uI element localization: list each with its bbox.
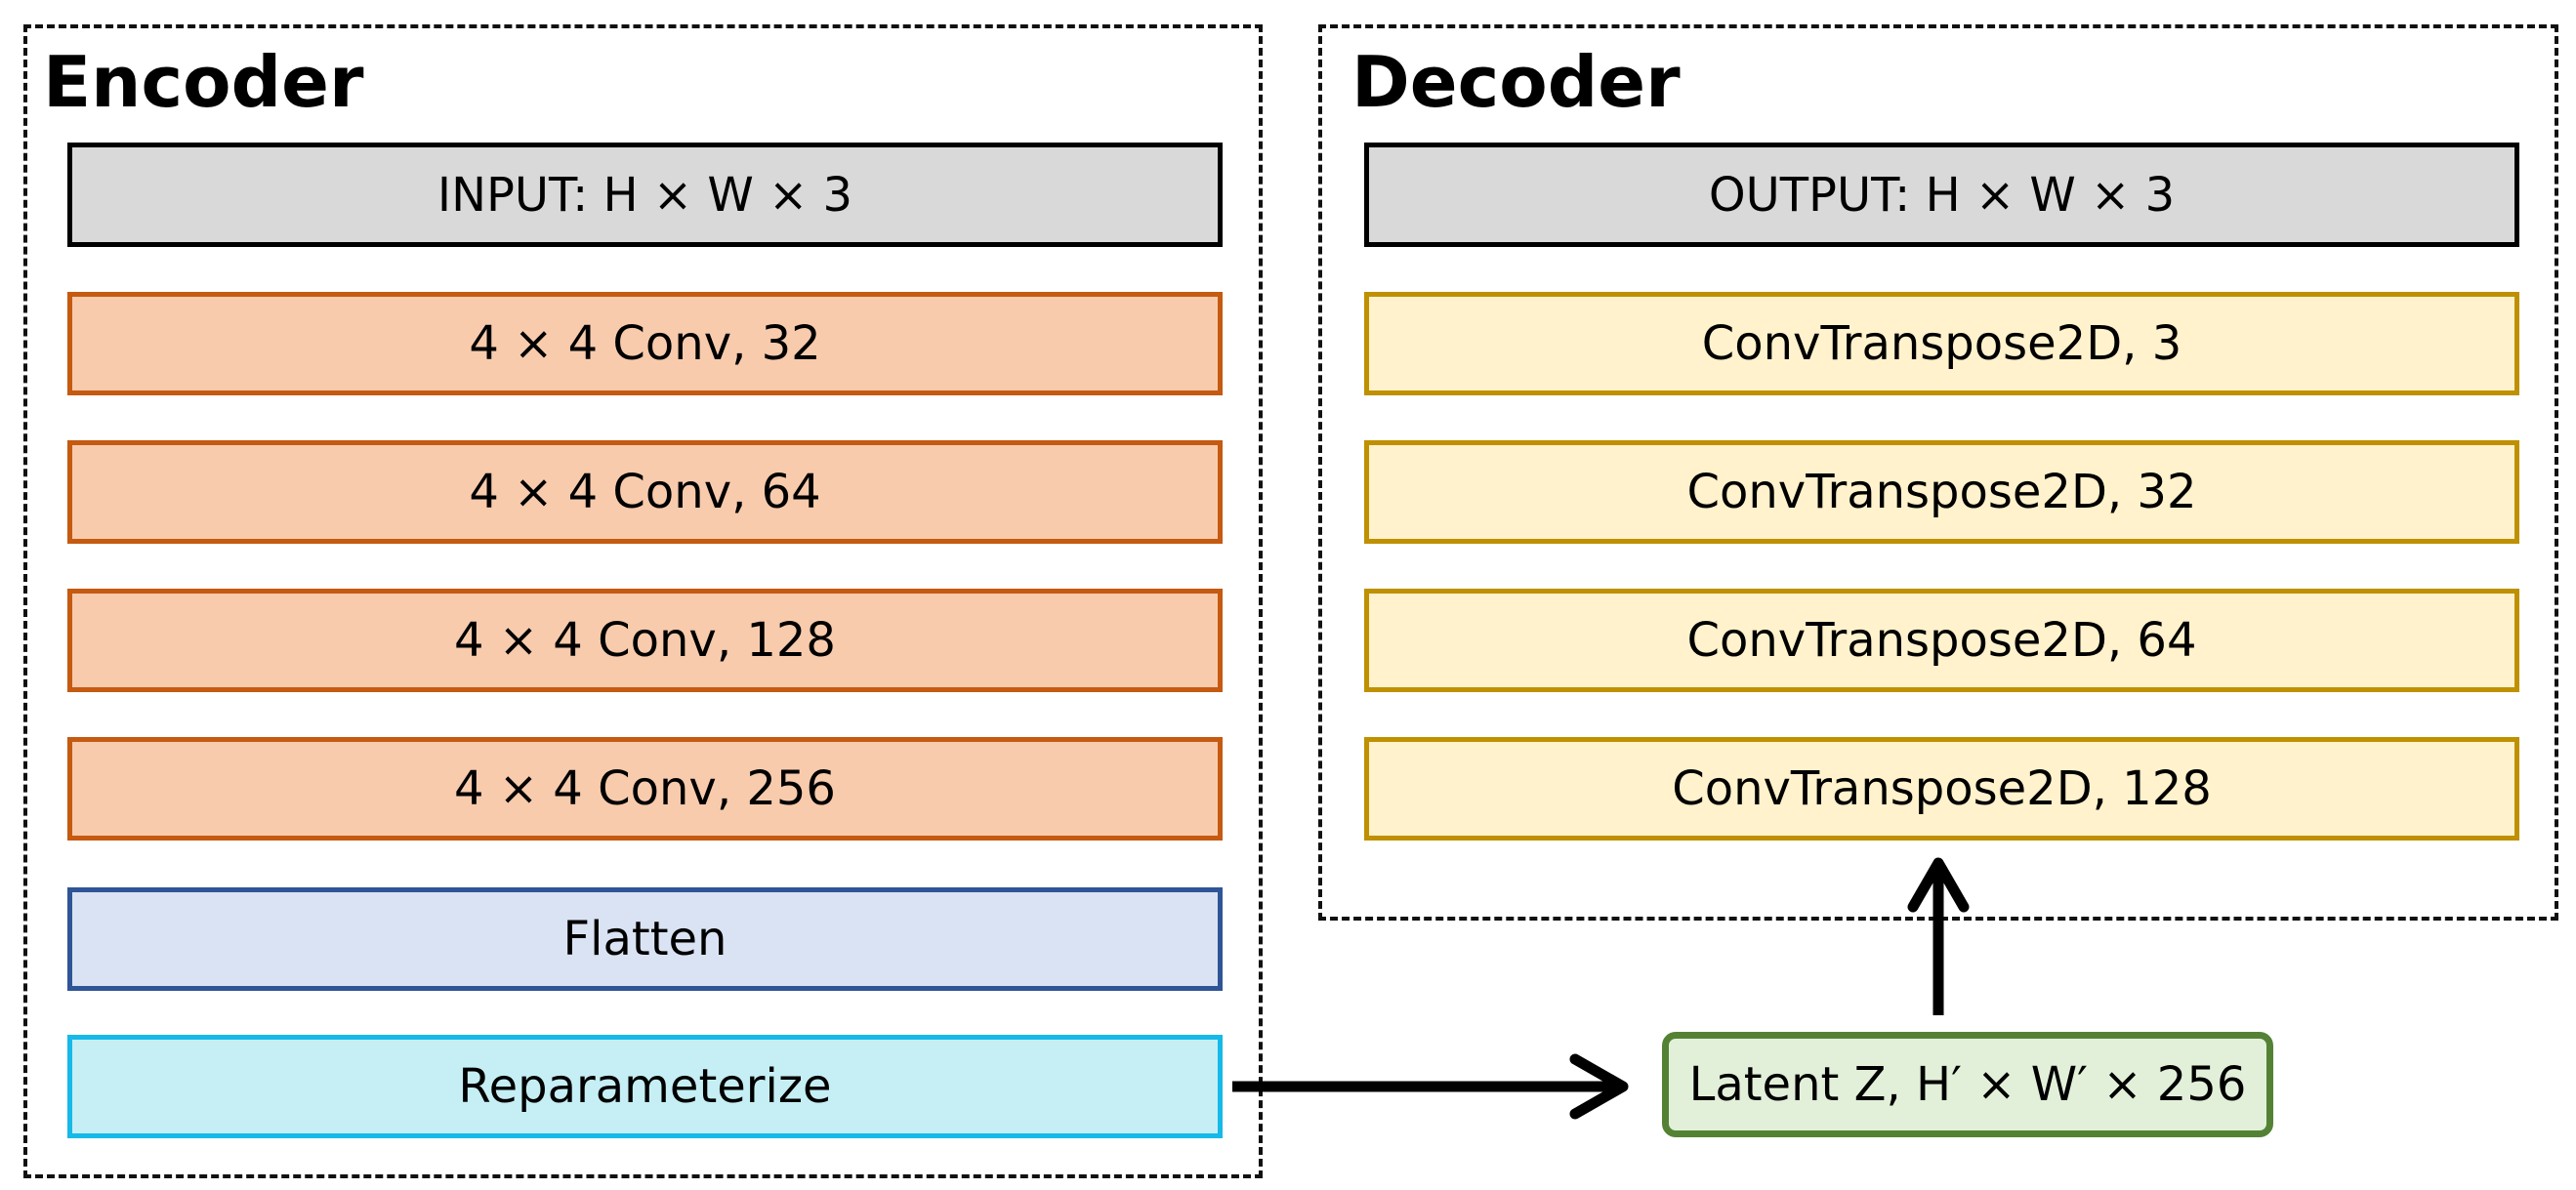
decoder-output-block: OUTPUT: H × W × 3 xyxy=(1364,143,2519,247)
decoder-convtranspose-layer-4: ConvTranspose2D, 128 xyxy=(1364,737,2519,841)
flatten-block: Flatten xyxy=(67,887,1223,991)
encoder-conv-layer-1: 4 × 4 Conv, 32 xyxy=(67,292,1223,395)
decoder-convtranspose-layer-3: ConvTranspose2D, 64 xyxy=(1364,589,2519,692)
decoder-title: Decoder xyxy=(1351,41,1681,123)
latent-z-block: Latent Z, H′ × W′ × 256 xyxy=(1662,1032,2273,1137)
encoder-conv-layer-2: 4 × 4 Conv, 64 xyxy=(67,440,1223,544)
encoder-input-block: INPUT: H × W × 3 xyxy=(67,143,1223,247)
reparameterize-to-latent-arrow xyxy=(1232,1053,1629,1120)
decoder-convtranspose-layer-1: ConvTranspose2D, 3 xyxy=(1364,292,2519,395)
encoder-conv-layer-4: 4 × 4 Conv, 256 xyxy=(67,737,1223,841)
encoder-conv-layer-3: 4 × 4 Conv, 128 xyxy=(67,589,1223,692)
encoder-panel xyxy=(23,24,1263,1178)
decoder-convtranspose-layer-2: ConvTranspose2D, 32 xyxy=(1364,440,2519,544)
encoder-title: Encoder xyxy=(43,41,364,123)
latent-to-decoder-arrow xyxy=(1907,857,1970,1015)
reparameterize-block: Reparameterize xyxy=(67,1035,1223,1138)
